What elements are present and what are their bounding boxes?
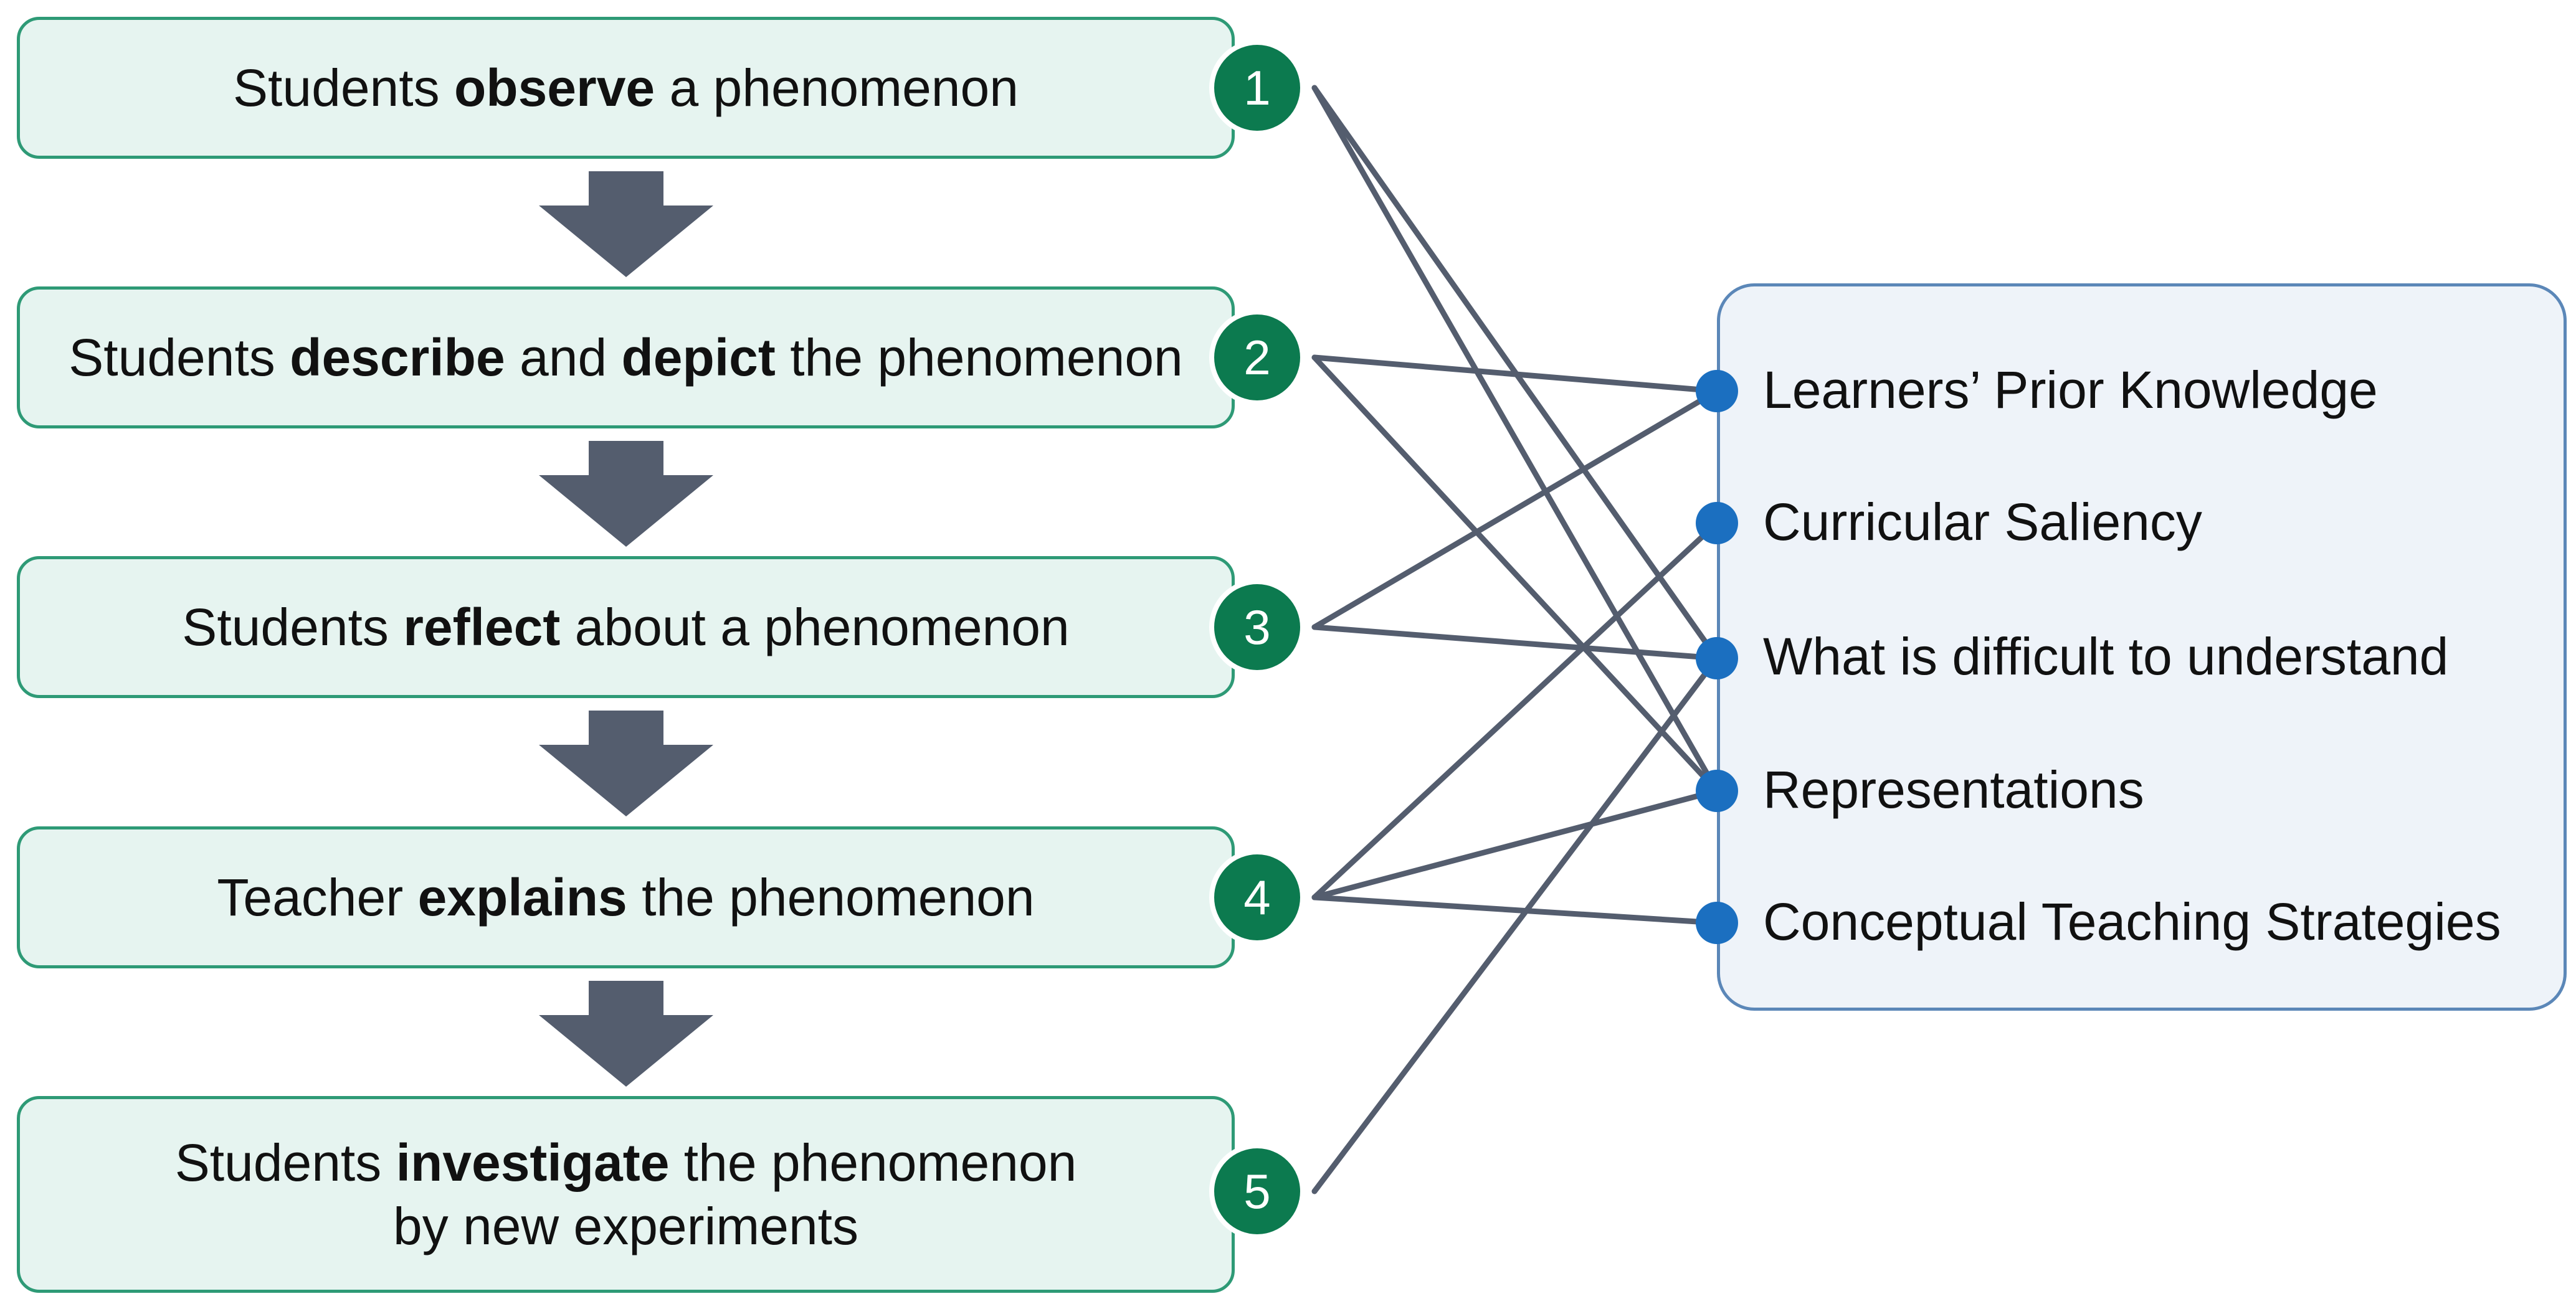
connector-step-2-to-component-4 — [1311, 354, 1720, 794]
step-3-keyword: reflect — [403, 597, 561, 656]
step-4-text: Teacher explains the phenomenon — [217, 867, 1035, 927]
connector-step-1-to-component-4 — [1311, 85, 1720, 794]
component-1-dot — [1696, 370, 1738, 412]
component-label-representations: Representations — [1763, 760, 2144, 819]
step-5-number-badge: 5 — [1209, 1143, 1305, 1239]
down-arrow-1-icon — [539, 171, 713, 277]
down-arrow-4-icon — [539, 981, 713, 1087]
component-2-dot — [1696, 502, 1738, 544]
component-label-prior-knowledge: Learners’ Prior Knowledge — [1763, 361, 2378, 419]
connector-step-4-to-component-2 — [1311, 520, 1720, 900]
component-label-teaching-strategies: Conceptual Teaching Strategies — [1763, 892, 2501, 951]
step-2-box: Students describe and depict the phenome… — [17, 286, 1235, 428]
step-1-number-badge: 1 — [1209, 40, 1305, 136]
connector-step-5-to-component-3 — [1311, 655, 1720, 1194]
component-4-dot — [1696, 770, 1738, 812]
down-arrow-3-icon — [539, 711, 713, 816]
step-5-keyword: investigate — [396, 1133, 670, 1192]
step-4-number-badge: 4 — [1209, 849, 1305, 945]
connector-step-4-to-component-4 — [1311, 788, 1720, 900]
connector-step-4-to-component-5 — [1311, 894, 1720, 926]
step-1-keyword: observe — [454, 58, 655, 117]
step-2-keyword-1: describe — [290, 328, 505, 387]
step-4-keyword: explains — [417, 867, 627, 927]
down-arrow-2-icon — [539, 441, 713, 547]
component-5-dot — [1696, 902, 1738, 944]
step-3-box: Students reflect about a phenomenon — [17, 556, 1235, 698]
step-5-second-line: by new experiments — [392, 1197, 859, 1255]
step-1-text: Students observe a phenomenon — [233, 58, 1019, 117]
step-1-box: Students observe a phenomenon — [17, 17, 1235, 159]
connector-step-3-to-component-1 — [1311, 388, 1720, 630]
connector-step-3-to-component-3 — [1311, 624, 1720, 661]
component-label-difficult-to-understand: What is difficult to understand — [1763, 627, 2449, 686]
component-3-dot — [1696, 637, 1738, 679]
pck-components-panel — [1717, 283, 2567, 1011]
step-2-number-badge: 2 — [1209, 310, 1305, 405]
step-3-text: Students reflect about a phenomenon — [182, 597, 1070, 656]
step-2-keyword-2: depict — [621, 328, 776, 387]
connector-step-2-to-component-1 — [1311, 354, 1720, 394]
step-3-number-badge: 3 — [1209, 579, 1305, 675]
step-4-box: Teacher explains the phenomenon — [17, 826, 1235, 968]
step-2-text: Students describe and depict the phenome… — [69, 328, 1183, 387]
component-label-curricular-saliency: Curricular Saliency — [1763, 493, 2202, 551]
